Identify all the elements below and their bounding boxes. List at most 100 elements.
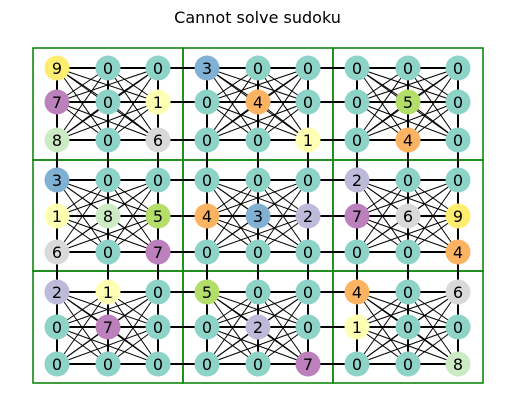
- sudoku-cell-node: 2: [245, 314, 271, 340]
- sudoku-cell-node: 0: [395, 314, 421, 340]
- cell-value: 0: [202, 318, 212, 337]
- cell-circle: [44, 314, 70, 340]
- sudoku-cell-node: 0: [194, 167, 220, 193]
- cell-circle: [145, 314, 171, 340]
- cell-circle: [44, 127, 70, 153]
- cell-value: 1: [352, 318, 362, 337]
- sudoku-cell-node: 0: [95, 89, 121, 115]
- sudoku-cell-node: 7: [44, 89, 70, 115]
- cell-value: 4: [352, 283, 362, 302]
- cell-value: 4: [202, 207, 212, 226]
- sudoku-cell-node: 0: [245, 55, 271, 81]
- sudoku-cell-node: 5: [395, 89, 421, 115]
- cell-circle: [445, 89, 471, 115]
- cell-circle: [194, 127, 220, 153]
- cell-circle: [95, 55, 121, 81]
- sudoku-cell-node: 0: [245, 239, 271, 265]
- cell-circle: [145, 167, 171, 193]
- cell-value: 0: [202, 93, 212, 112]
- cell-circle: [395, 314, 421, 340]
- sudoku-cell-node: 0: [395, 279, 421, 305]
- sudoku-cell-node: 0: [445, 55, 471, 81]
- sudoku-cell-node: 0: [145, 279, 171, 305]
- sudoku-cell-node: 0: [395, 239, 421, 265]
- sudoku-cell-node: 1: [145, 89, 171, 115]
- sudoku-cell-node: 0: [295, 239, 321, 265]
- cell-circle: [445, 203, 471, 229]
- sudoku-cell-node: 8: [44, 127, 70, 153]
- sudoku-cell-node: 0: [295, 314, 321, 340]
- cell-circle: [145, 279, 171, 305]
- sudoku-cell-node: 0: [145, 351, 171, 377]
- cell-value: 7: [153, 243, 163, 262]
- cell-circle: [344, 314, 370, 340]
- cell-value: 0: [403, 171, 413, 190]
- cell-circle: [95, 89, 121, 115]
- cell-value: 8: [103, 207, 113, 226]
- sudoku-cell-node: 6: [145, 127, 171, 153]
- sudoku-cell-node: 6: [445, 279, 471, 305]
- cell-value: 0: [303, 318, 313, 337]
- cell-circle: [194, 89, 220, 115]
- cell-value: 0: [253, 59, 263, 78]
- cell-value: 3: [253, 207, 263, 226]
- cell-circle: [445, 127, 471, 153]
- cell-value: 2: [253, 318, 263, 337]
- cell-circle: [295, 314, 321, 340]
- cell-circle: [245, 89, 271, 115]
- cell-value: 0: [453, 93, 463, 112]
- cell-circle: [194, 314, 220, 340]
- cell-circle: [295, 203, 321, 229]
- sudoku-cell-node: 1: [44, 203, 70, 229]
- sudoku-cell-node: 0: [295, 89, 321, 115]
- sudoku-cell-node: 5: [194, 279, 220, 305]
- sudoku-cell-node: 0: [295, 167, 321, 193]
- sudoku-cell-node: 4: [445, 239, 471, 265]
- sudoku-cell-node: 0: [194, 239, 220, 265]
- sudoku-cell-node: 4: [395, 127, 421, 153]
- cell-value: 5: [403, 93, 413, 112]
- cell-circle: [445, 314, 471, 340]
- cell-value: 0: [153, 59, 163, 78]
- cell-value: 0: [103, 243, 113, 262]
- cell-circle: [245, 351, 271, 377]
- cell-value: 0: [303, 171, 313, 190]
- cell-circle: [194, 351, 220, 377]
- sudoku-cell-node: 0: [145, 314, 171, 340]
- cell-circle: [95, 351, 121, 377]
- sudoku-cell-node: 0: [245, 127, 271, 153]
- cell-value: 0: [352, 243, 362, 262]
- graph-edge: [206, 67, 259, 141]
- sudoku-cell-node: 8: [445, 351, 471, 377]
- cell-circle: [44, 351, 70, 377]
- sudoku-cell-node: 7: [344, 203, 370, 229]
- cell-circle: [344, 127, 370, 153]
- sudoku-cell-node: 0: [344, 127, 370, 153]
- cell-value: 0: [202, 131, 212, 150]
- sudoku-cell-node: 0: [395, 167, 421, 193]
- sudoku-cell-node: 4: [194, 203, 220, 229]
- cell-circle: [194, 239, 220, 265]
- cell-value: 2: [303, 207, 313, 226]
- sudoku-cell-node: 5: [145, 203, 171, 229]
- cell-circle: [194, 203, 220, 229]
- cell-circle: [194, 279, 220, 305]
- cell-value: 0: [403, 283, 413, 302]
- cell-circle: [44, 55, 70, 81]
- cell-circle: [445, 239, 471, 265]
- cell-circle: [395, 127, 421, 153]
- cell-value: 0: [52, 318, 62, 337]
- sudoku-cell-node: 2: [44, 279, 70, 305]
- cell-circle: [145, 55, 171, 81]
- cell-circle: [295, 89, 321, 115]
- cell-circle: [395, 167, 421, 193]
- cell-circle: [344, 279, 370, 305]
- cell-value: 0: [453, 318, 463, 337]
- sudoku-cell-node: 0: [194, 127, 220, 153]
- cell-circle: [445, 279, 471, 305]
- sudoku-cell-node: 0: [245, 167, 271, 193]
- cell-value: 0: [352, 355, 362, 374]
- sudoku-cell-node: 4: [344, 279, 370, 305]
- sudoku-cell-node: 7: [95, 314, 121, 340]
